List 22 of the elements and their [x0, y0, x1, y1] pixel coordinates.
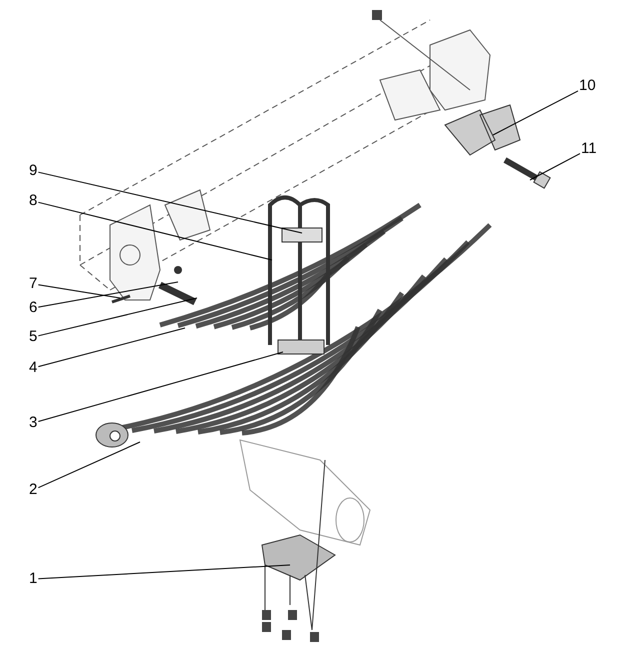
callout-number: 9: [28, 162, 38, 180]
leader-line: [38, 328, 186, 368]
callout-number: 8: [28, 192, 38, 210]
leader-line: [38, 202, 272, 260]
leader-line: [492, 90, 578, 136]
callout-number: 10: [578, 77, 597, 95]
leader-line: [530, 153, 580, 180]
leader-line: [38, 442, 140, 488]
callout-number: 7: [28, 275, 38, 293]
callout-number: 1: [28, 570, 38, 588]
leader-line: [38, 298, 198, 336]
callout-number: 5: [28, 328, 38, 346]
leader-line: [38, 352, 284, 422]
leader-line: [38, 172, 302, 234]
callout-number: 3: [28, 414, 38, 432]
callout-number: 2: [28, 481, 38, 499]
callout-number: 6: [28, 299, 38, 317]
leader-line: [38, 564, 290, 580]
callout-number: 11: [580, 140, 598, 158]
leader-line: [38, 282, 178, 308]
callout-number: 4: [28, 359, 38, 377]
leader-line: [38, 284, 120, 298]
